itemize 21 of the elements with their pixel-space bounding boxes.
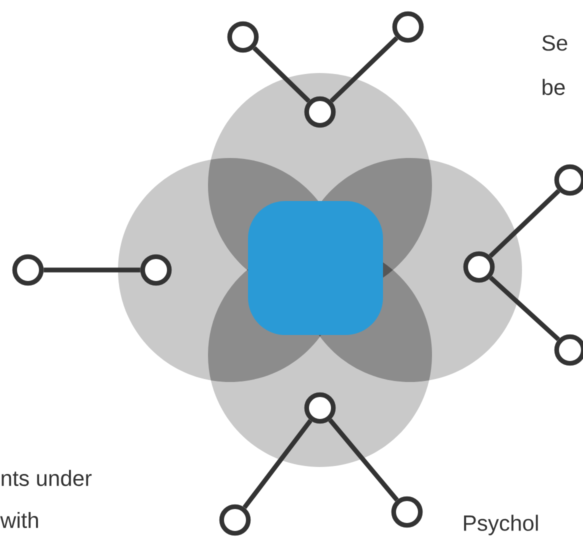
connector-line	[252, 46, 310, 103]
circle-node	[140, 254, 172, 286]
circle-node	[392, 11, 424, 43]
connector-line	[489, 276, 560, 342]
label-text: Psychol	[464, 514, 538, 536]
connector-line	[488, 189, 560, 258]
connector-line	[330, 36, 398, 103]
circle-node	[304, 96, 336, 128]
circle-node	[391, 496, 423, 528]
circle-node	[227, 21, 259, 53]
circle-node	[463, 251, 495, 283]
connector-line	[242, 419, 312, 509]
circle-node	[12, 254, 44, 286]
circle-node	[304, 392, 336, 424]
circle-node	[219, 504, 251, 536]
label-text: Se	[542, 35, 568, 51]
label-text: be	[542, 78, 565, 96]
connector-line	[328, 418, 399, 502]
connector-line	[44, 268, 140, 272]
label-text: with	[0, 512, 38, 528]
label-text: nts under	[2, 470, 92, 486]
